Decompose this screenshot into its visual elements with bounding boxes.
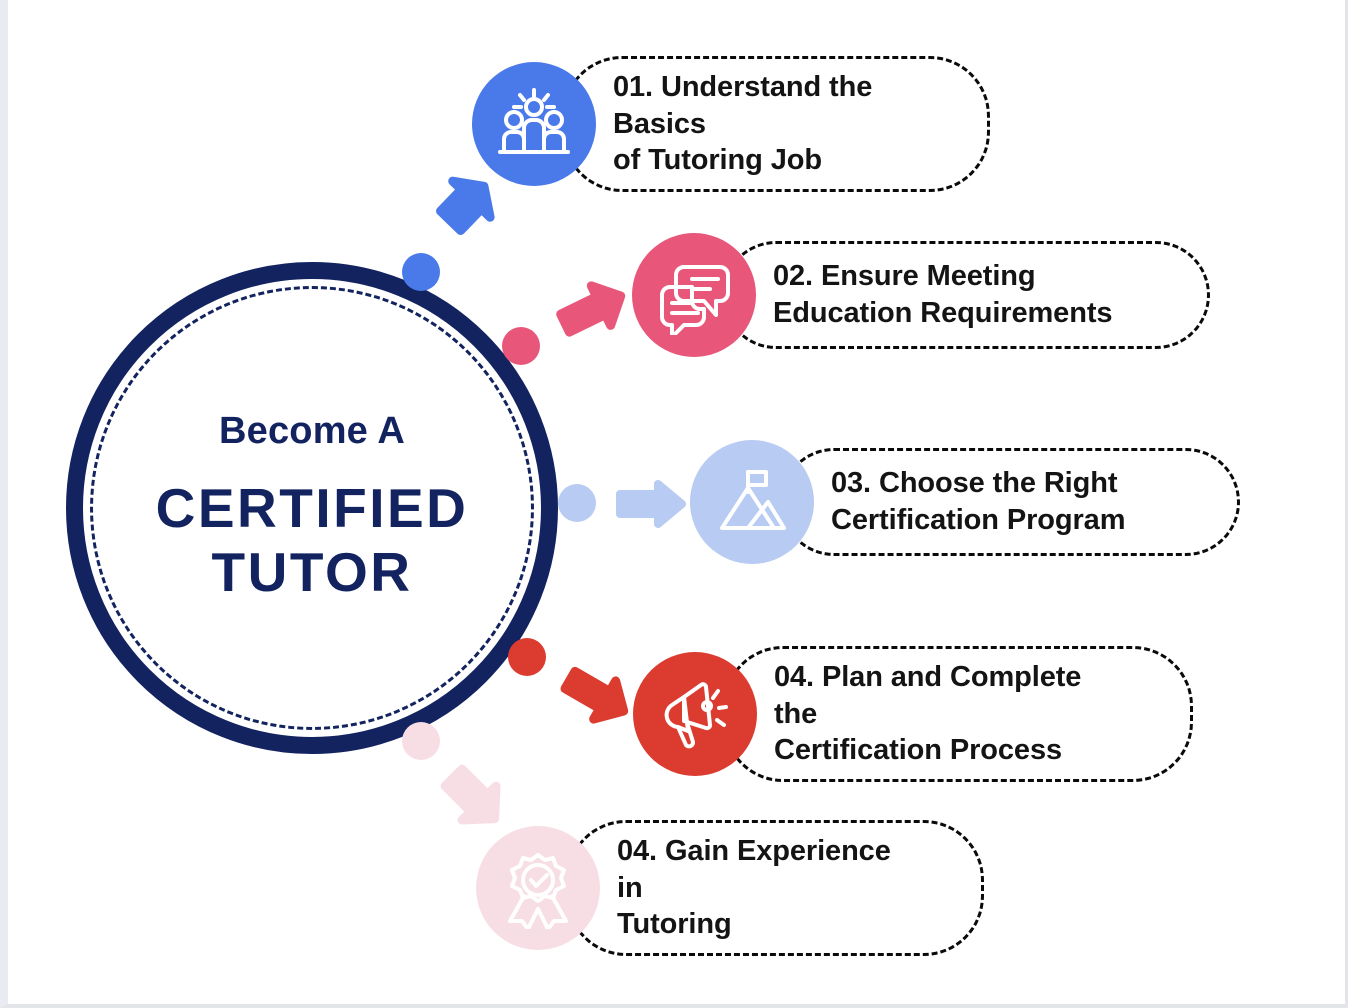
arrow-to-step-3 [612,478,688,530]
speech-bubbles-icon [654,255,734,335]
step-4-label: 04. Plan and Complete the Certification … [774,661,1082,767]
step-5-icon-circle [476,825,600,950]
arrow-to-step-5 [432,756,512,836]
step-1-label: 01. Understand the Basics of Tutoring Jo… [613,71,873,177]
step-2-icon-circle [632,233,756,357]
arrow-to-step-1 [424,172,498,248]
infographic-stage: Become A CERTIFIED TUTOR [8,0,1345,1004]
step-3-label: 03. Choose the Right Certification Progr… [831,467,1126,536]
step-5-label: 04. Gain Experience in Tutoring [617,835,891,941]
step-item-5[interactable]: 04. Gain Experience in Tutoring [476,820,984,956]
hub-title-line-2: TUTOR [211,540,413,603]
hub-title-line-1: CERTIFIED [155,477,469,540]
step-4-icon-circle [633,651,757,776]
arrow-to-step-2 [550,278,634,342]
orbit-dot-step-3 [558,484,596,522]
step-4-label-box: 04. Plan and Complete the Certification … [723,646,1193,782]
mountain-flag-icon [712,462,792,542]
arrow-to-step-4 [554,660,638,730]
orbit-dot-step-5 [402,722,440,760]
step-1-label-box: 01. Understand the Basics of Tutoring Jo… [562,56,990,192]
people-group-icon [492,82,576,166]
hub-text-group: Become A CERTIFIED TUTOR [66,262,558,754]
step-item-2[interactable]: 02. Ensure Meeting Education Requirement… [632,233,1210,357]
orbit-dot-step-4 [508,638,546,676]
orbit-dot-step-2 [502,327,540,365]
hub-dashed-ring [90,286,534,730]
step-5-label-box: 04. Gain Experience in Tutoring [566,820,984,956]
step-1-icon-circle [472,61,596,186]
megaphone-icon [654,673,736,755]
hub-eyebrow: Become A [218,410,406,453]
step-3-icon-circle [690,440,814,564]
step-2-label: 02. Ensure Meeting Education Requirement… [773,260,1113,329]
step-2-label-box: 02. Ensure Meeting Education Requirement… [722,241,1210,349]
award-ribbon-icon [497,847,579,929]
step-item-3[interactable]: 03. Choose the Right Certification Progr… [690,440,1240,564]
center-hub: Become A CERTIFIED TUTOR [66,262,558,754]
step-3-label-box: 03. Choose the Right Certification Progr… [780,448,1240,556]
step-item-1[interactable]: 01. Understand the Basics of Tutoring Jo… [472,56,990,192]
orbit-dot-step-1 [402,253,440,291]
step-item-4[interactable]: 04. Plan and Complete the Certification … [633,646,1193,782]
